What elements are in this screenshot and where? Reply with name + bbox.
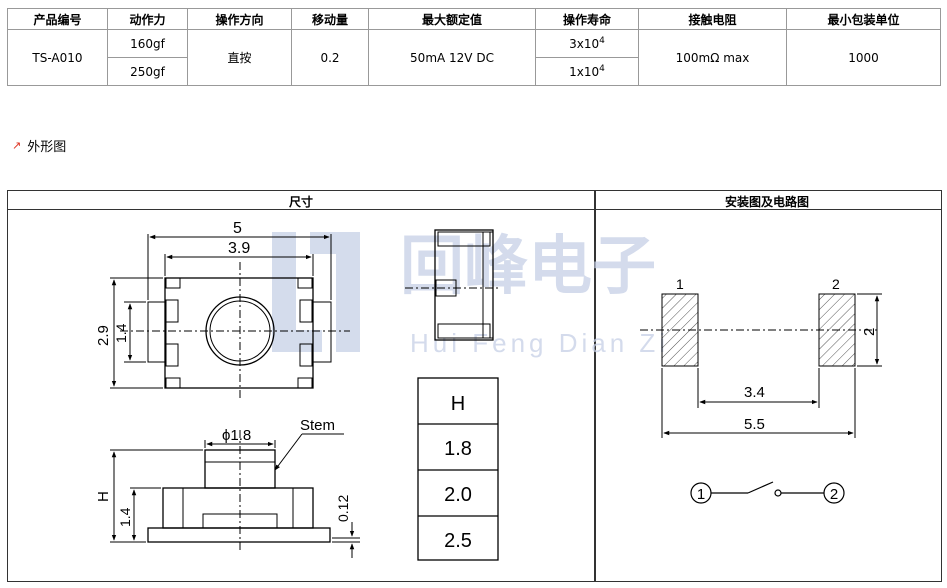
dim-inner: 3.9 [228, 240, 250, 257]
force-value: 160gf [107, 29, 188, 58]
mounting-pads [640, 293, 882, 438]
life-base: 3x10 [569, 36, 600, 51]
rating-value: 50mA 12V DC [368, 29, 536, 86]
spec-header-row: 产品编号 动作力 操作方向 移动量 最大额定值 操作寿命 接触电阻 最小包装单位 [7, 8, 941, 30]
travel-value: 0.2 [291, 29, 369, 86]
spec-table: 产品编号 动作力 操作方向 移动量 最大额定值 操作寿命 接触电阻 最小包装单位… [7, 8, 941, 86]
h-table [417, 377, 499, 561]
direction-value: 直按 [187, 29, 292, 86]
force-value: 250gf [107, 57, 188, 86]
dim-pad-outer: 5.5 [744, 416, 765, 433]
section-title: 外形图 [27, 140, 67, 155]
circuit-node-1: 1 [697, 486, 705, 503]
side-view-drawing [405, 229, 500, 341]
header-cell: 最大额定值 [368, 8, 536, 30]
h-table-cell: H [451, 393, 465, 415]
dim-height: 2.9 [95, 325, 112, 346]
arrow-bullet-icon: ↗ [12, 139, 22, 152]
table-row: 250gf 1x104 [8, 57, 941, 86]
dimension-panel-title: 尺寸 [288, 195, 313, 209]
section-heading: ↗ 外形图 [12, 136, 66, 155]
life-exponent: 4 [599, 63, 605, 74]
watermark-en: Hui Feng Dian Zi [410, 328, 669, 358]
dim-h-label: H [95, 491, 112, 502]
dim-base: 1.4 [117, 507, 133, 527]
dim-gap: 0.12 [335, 495, 351, 522]
dim-width: 5 [233, 220, 242, 237]
watermark: 回峰电子 Hui Feng Dian Zi [272, 230, 669, 358]
circuit-panel [594, 190, 942, 582]
pad-label-1: 1 [676, 276, 684, 292]
pack-value: 1000 [786, 29, 941, 86]
pad-label-2: 2 [832, 276, 840, 292]
life-value: 1x104 [535, 57, 639, 86]
h-table-cell: 2.0 [444, 484, 472, 506]
circuit-node-2: 2 [830, 486, 838, 503]
dim-pad-height: 2 [861, 328, 878, 336]
resistance-value: 100mΩ max [638, 29, 787, 86]
dimension-panel [7, 190, 596, 582]
h-table-cell: 1.8 [444, 438, 472, 460]
front-view-drawing [110, 430, 360, 558]
watermark-logo-icon [272, 232, 360, 352]
panel-title-divider [7, 209, 941, 210]
watermark-cn: 回峰电子 [400, 230, 656, 302]
dim-pad-inner: 3.4 [744, 384, 765, 401]
life-base: 1x10 [569, 64, 600, 79]
dim-stem-diameter: ϕ1.8 [222, 427, 251, 444]
circuit-panel-title: 安装图及电路图 [724, 195, 809, 209]
top-view-drawing [110, 234, 350, 400]
life-exponent: 4 [599, 35, 605, 46]
switch-circuit [690, 481, 845, 504]
table-row: TS-A010 160gf 直按 0.2 50mA 12V DC 3x104 1… [7, 29, 941, 86]
dim-stem-label: Stem [300, 417, 335, 434]
h-table-cell: 2.5 [444, 530, 472, 552]
dim-center: 1.4 [113, 323, 129, 343]
